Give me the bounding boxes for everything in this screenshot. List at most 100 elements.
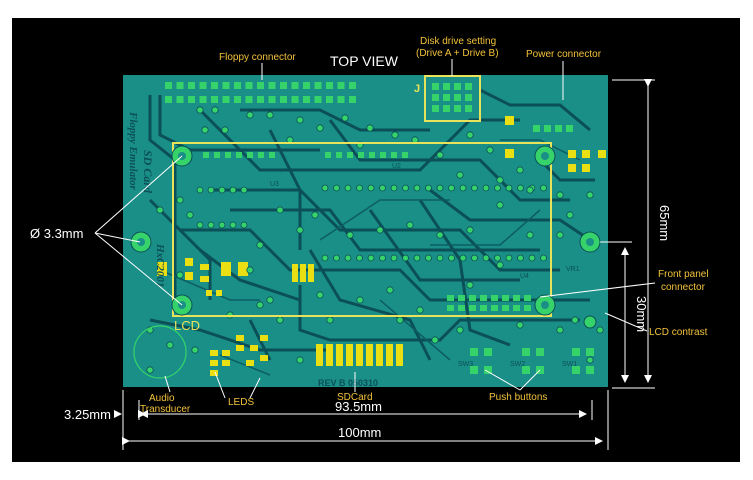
ic-pin (356, 184, 363, 192)
ic-pin (321, 184, 329, 192)
ic-pin (321, 254, 329, 262)
smd-pad (568, 150, 576, 158)
via-pad (526, 231, 534, 239)
floppy-pin (257, 96, 264, 103)
front-panel-pin (458, 295, 465, 301)
via-pad (396, 316, 404, 324)
floppy-pin (326, 82, 333, 89)
power-pin (566, 125, 573, 132)
jumper-pin (454, 83, 461, 90)
via-pad (346, 231, 354, 239)
ic-pin (482, 254, 490, 262)
ic-pin (540, 254, 547, 262)
ic-pin (471, 254, 478, 262)
ic-pin (517, 184, 524, 192)
jumper-pin (432, 83, 439, 90)
ic-pin (425, 254, 432, 262)
via-pad (356, 296, 364, 304)
floppy-pin (291, 82, 299, 89)
floppy-pin (188, 96, 195, 103)
smd-pad (505, 149, 514, 158)
ic-pin (379, 184, 386, 192)
ic-pin (229, 221, 237, 229)
ic-pin (379, 254, 386, 262)
via-pad (191, 346, 199, 354)
ic-pin (367, 254, 375, 262)
ic-pin (540, 184, 547, 192)
floppy-pin (199, 96, 207, 103)
header-pin (225, 152, 231, 158)
via-pad (311, 211, 319, 219)
smd-pad (300, 264, 306, 282)
floppy-pin (234, 96, 241, 103)
jumper-pin (432, 105, 439, 112)
floppy-pin (245, 82, 253, 89)
header-pin (236, 152, 242, 158)
ic-pin (402, 254, 409, 262)
via-pad (486, 146, 494, 154)
header-pin (269, 152, 275, 158)
smd-pad (598, 150, 606, 158)
ic-pin (425, 184, 432, 192)
via-pad (496, 201, 504, 209)
floppy-pin (337, 96, 345, 103)
ic-pin (413, 254, 421, 262)
inner-width-dimension-label: 93.5mm (335, 399, 382, 414)
via-pad (586, 356, 594, 364)
via-pad (246, 266, 254, 274)
disk-drive-setting-label-1: Disk drive setting (420, 36, 496, 47)
via-pad (386, 286, 394, 294)
board-revision-text: REV B 050310 (318, 378, 378, 388)
smd-pad (250, 345, 258, 351)
via-pad (566, 211, 574, 219)
jumper-pin (443, 105, 450, 112)
board-j-label: J (414, 83, 420, 95)
header-pin (358, 152, 364, 158)
via-pad (176, 271, 184, 279)
margin-dimension-label: 3.25mm (64, 407, 111, 422)
jumper-pin (465, 94, 472, 101)
floppy-pin (326, 96, 333, 103)
front-panel-label-2: connector (661, 282, 706, 293)
push-button-pad (484, 366, 492, 374)
floppy-pin (303, 82, 310, 89)
floppy-pin (165, 96, 172, 103)
silk-u3: U3 (270, 181, 279, 188)
mounting-hole-icon (579, 231, 601, 253)
via-pad (496, 261, 504, 269)
via-pad (341, 114, 349, 122)
pcb-traces-thin (159, 139, 581, 376)
smd-pad (216, 290, 222, 296)
audio-label-2: Transducer (140, 404, 191, 415)
smd-pad (206, 290, 212, 296)
push-button-pad (536, 348, 544, 356)
ic-pin (196, 221, 204, 229)
ic-pin (229, 186, 237, 194)
via-pad (466, 226, 474, 234)
floppy-pin (268, 82, 276, 89)
sdcard-contact (346, 344, 353, 366)
via-pad (316, 291, 324, 299)
ic-pin (333, 254, 340, 262)
front-panel-pin (480, 295, 487, 301)
ic-pin (459, 184, 467, 192)
floppy-pin (245, 96, 253, 103)
floppy-pin (211, 82, 218, 89)
via-pad (296, 226, 304, 234)
ic-pin (448, 184, 455, 192)
ic-pin (333, 184, 340, 192)
floppy-pin (280, 82, 287, 89)
sdcard-contact (386, 344, 393, 366)
front-panel-pin (447, 305, 454, 311)
lcd-height-dimension-label: 30mm (634, 296, 649, 332)
via-pad (436, 151, 444, 159)
smd-pad (185, 258, 193, 266)
header-pin (369, 152, 375, 158)
via-pad (256, 241, 264, 249)
product-text: SD Card Floppy Emulator HxC2001 (127, 111, 166, 287)
floppy-pin (188, 82, 195, 89)
ic-pin (240, 186, 248, 194)
ic-pin (517, 254, 524, 262)
via-pad (211, 106, 219, 114)
product-line-1: SD Card (141, 150, 155, 194)
